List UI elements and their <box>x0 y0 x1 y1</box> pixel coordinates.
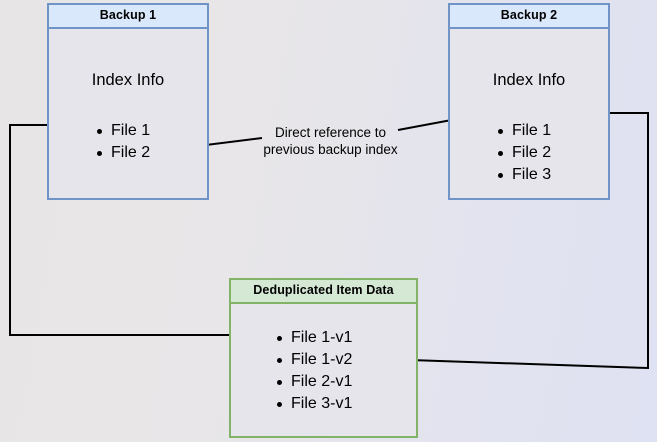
node-backup-1-index-info-label: Index Info <box>91 71 165 89</box>
node-backup-2[interactable]: Backup 2 Index Info File 1 File 2 File 3 <box>448 3 610 200</box>
node-backup-1-header: Backup 1 <box>49 5 207 29</box>
node-deduplicated-item-data[interactable]: Deduplicated Item Data File 1-v1 File 1-… <box>229 278 418 438</box>
node-deduplicated-item-data-body: File 1-v1 File 1-v2 File 2-v1 File 3-v1 <box>231 304 416 436</box>
list-item: File 1 <box>496 120 551 142</box>
node-backup-2-header: Backup 2 <box>450 5 608 29</box>
node-deduplicated-item-data-file-list: File 1-v1 File 1-v2 File 2-v1 File 3-v1 <box>275 327 352 415</box>
list-item: File 2 <box>95 142 150 164</box>
list-item: File 3 <box>496 164 551 186</box>
node-backup-1-body: Index Info File 1 File 2 <box>49 29 207 198</box>
list-item: File 2 <box>496 142 551 164</box>
edge-label-direct-reference: Direct reference to previous backup inde… <box>263 125 398 157</box>
list-item: File 1-v1 <box>275 327 352 349</box>
list-item: File 1-v2 <box>275 349 352 371</box>
list-item: File 1 <box>95 120 150 142</box>
node-backup-2-file-list: File 1 File 2 File 3 <box>496 120 551 186</box>
list-item: File 2-v1 <box>275 371 352 393</box>
node-backup-1-file-list: File 1 File 2 <box>95 120 150 164</box>
node-backup-1[interactable]: Backup 1 Index Info File 1 File 2 <box>47 3 209 200</box>
node-backup-2-body: Index Info File 1 File 2 File 3 <box>450 29 608 198</box>
list-item: File 3-v1 <box>275 393 352 415</box>
node-backup-2-index-info-label: Index Info <box>492 71 566 89</box>
node-deduplicated-item-data-header: Deduplicated Item Data <box>231 280 416 304</box>
